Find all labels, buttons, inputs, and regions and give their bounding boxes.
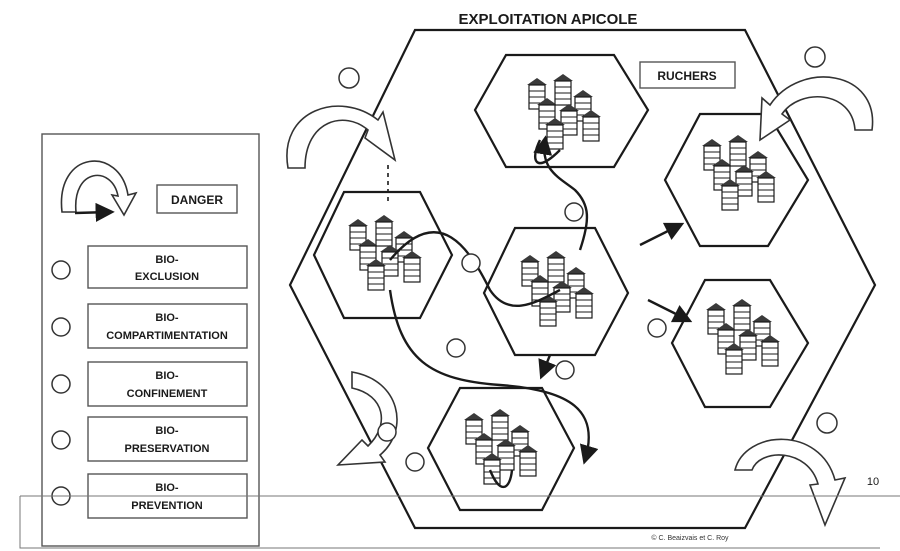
apiary-left [312, 190, 454, 320]
credit-text: © C. Beaizvais et C. Roy [651, 534, 729, 542]
legend-level-2-line1: BIO- [155, 312, 179, 324]
page-number: 10 [867, 476, 879, 488]
exit-arrow-bottom-left [335, 371, 398, 466]
legend-level-5-line2: PREVENTION [131, 500, 203, 512]
legend-level-1 [87, 245, 248, 289]
footer-frame [19, 496, 880, 549]
legend-level-5-line1: BIO- [155, 482, 179, 494]
apiary-top [473, 53, 650, 169]
diagram-title: EXPLOITATION APICOLE [459, 11, 638, 28]
legend-level-4 [87, 416, 248, 462]
exit-arrow-bottom-right [733, 438, 847, 528]
danger-arrow-icon [60, 160, 138, 223]
legend-panel: DANGER BIO- EXCLUSION BIO- COMPARTIMENTA… [41, 133, 260, 547]
control-points [338, 46, 838, 472]
ruchers-label: RUCHERS [657, 69, 716, 83]
transmission-paths [387, 135, 693, 489]
legend-level-3 [87, 361, 248, 407]
danger-label: DANGER [171, 193, 223, 207]
exit-arrow-top-right [759, 76, 874, 142]
legend-level-3-line2: CONFINEMENT [127, 388, 208, 400]
legend-level-4-line1: BIO- [155, 425, 179, 437]
legend-level-4-line2: PRESERVATION [125, 443, 210, 455]
legend-level-1-line2: EXCLUSION [135, 271, 199, 283]
danger-box [156, 184, 238, 214]
legend-level-2-line2: COMPARTIMENTATION [106, 330, 228, 342]
legend-level-3-line1: BIO- [155, 370, 179, 382]
entry-arrow-top-left [286, 105, 397, 169]
apiary-right-bottom [670, 278, 810, 409]
legend-level-2 [87, 303, 248, 349]
ruchers-box [639, 61, 736, 89]
legend-level-1-line1: BIO- [155, 254, 179, 266]
apiary-bottom [426, 386, 576, 512]
